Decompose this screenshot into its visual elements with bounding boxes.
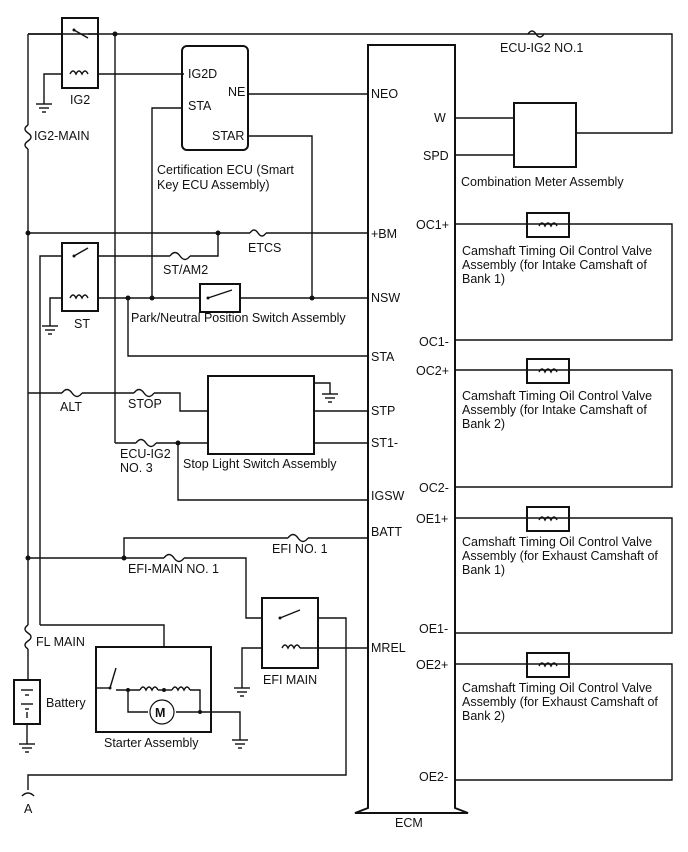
fuse-etcs-label: ETCS: [248, 241, 281, 255]
pin-oc2m: OC2-: [419, 481, 449, 495]
fuse-ecu-ig2-no1-label: ECU-IG2 NO.1: [500, 41, 583, 55]
bm-line: ETCS: [25, 229, 368, 255]
fuse-st-am2-label: ST/AM2: [163, 263, 208, 277]
efi-main-no1-row: EFI-MAIN NO. 1: [25, 553, 262, 619]
pin-batt: BATT: [371, 525, 402, 539]
ocv-exhaust-2-line2: Assembly (for Exhaust Camshaft of: [462, 695, 658, 709]
ocv-exhaust-bank1: Camshaft Timing Oil Control Valve Assemb…: [455, 506, 673, 634]
pin-oe2p: OE2+: [416, 658, 448, 672]
fuse-stop-label: STOP: [128, 397, 162, 411]
pin-oe2m: OE2-: [419, 770, 448, 784]
cert-ecu-name-1: Certification ECU (Smart: [157, 163, 294, 177]
starter-label: Starter Assembly: [104, 736, 199, 750]
ocv-exhaust-bank2: Camshaft Timing Oil Control Valve Assemb…: [455, 652, 673, 781]
fuse-fl-main-label: FL MAIN: [36, 635, 85, 649]
relay-st: ST: [39, 242, 99, 625]
ocv-intake-1-line3: Bank 1): [462, 272, 505, 286]
certification-ecu: IG2D STA NE STAR Certification ECU (Smar…: [157, 45, 294, 192]
cert-ecu-name-2: Key ECU Assembly): [157, 178, 270, 192]
ocv-intake-2-line1: Camshaft Timing Oil Control Valve: [462, 389, 652, 403]
cert-ecu-pin-ig2d: IG2D: [188, 67, 217, 81]
park-neutral-label: Park/Neutral Position Switch Assembly: [131, 311, 346, 325]
batt-line: EFI NO. 1: [123, 533, 368, 558]
pin-neo: NEO: [371, 87, 398, 101]
top-bus: ECU-IG2 NO.1: [27, 30, 673, 134]
pin-mrel: MREL: [371, 641, 406, 655]
relay-ig2-label: IG2: [70, 93, 90, 107]
fuse-ig2-main-label: IG2-MAIN: [34, 129, 90, 143]
cert-ecu-pin-sta: STA: [188, 99, 212, 113]
alt-stop-row: ALT STOP: [28, 388, 208, 414]
relay-ig2: IG2: [28, 17, 184, 113]
pin-oc1m: OC1-: [419, 335, 449, 349]
pin-spd: SPD: [423, 149, 449, 163]
pin-sta: STA: [371, 350, 395, 364]
fuse-ig2-main: IG2-MAIN: [24, 124, 90, 625]
pin-oe1m: OE1-: [419, 622, 448, 636]
cert-ecu-pin-star: STAR: [212, 129, 244, 143]
connector-a-label: A: [24, 802, 33, 816]
fuse-efi-no1-label: EFI NO. 1: [272, 542, 328, 556]
ocv-intake-bank2: Camshaft Timing Oil Control Valve Assemb…: [455, 358, 673, 488]
ocv-intake-bank1: Camshaft Timing Oil Control Valve Assemb…: [455, 212, 673, 341]
pin-stp: STP: [371, 404, 395, 418]
relay-efi-main-label: EFI MAIN: [263, 673, 317, 687]
park-neutral-switch: Park/Neutral Position Switch Assembly: [98, 283, 368, 325]
relay-st-label: ST: [74, 317, 90, 331]
pin-nsw: NSW: [371, 291, 400, 305]
fuse-ecu-ig2-no3-label-2: NO. 3: [120, 461, 153, 475]
pin-w: W: [434, 111, 446, 125]
ecm-block: ECM: [354, 44, 469, 830]
ecm-left-pins: NEO +BM NSW STA STP ST1- IGSW BATT MREL: [371, 87, 406, 655]
ocv-exhaust-1-line2: Assembly (for Exhaust Camshaft of: [462, 549, 658, 563]
ecu-ig2-no3-row: ECU-IG2 NO. 3: [115, 438, 368, 501]
fuse-alt-label: ALT: [60, 400, 82, 414]
ocv-exhaust-2-line1: Camshaft Timing Oil Control Valve: [462, 681, 652, 695]
connector-a: A: [21, 792, 35, 816]
battery: Battery: [13, 679, 86, 753]
starter-assembly: M Starter Assembly: [40, 624, 248, 750]
ocv-exhaust-1-line1: Camshaft Timing Oil Control Valve: [462, 535, 652, 549]
ocv-exhaust-1-line3: Bank 1): [462, 563, 505, 577]
pin-oc2p: OC2+: [416, 364, 449, 378]
ecm-label: ECM: [395, 816, 423, 830]
ocv-intake-2-line3: Bank 2): [462, 417, 505, 431]
pin-oe1p: OE1+: [416, 512, 448, 526]
combination-meter: Combination Meter Assembly: [455, 102, 624, 189]
fuse-ecu-ig2-no3-label-1: ECU-IG2: [120, 447, 171, 461]
ocv-intake-1-line1: Camshaft Timing Oil Control Valve: [462, 244, 652, 258]
ocv-exhaust-2-line3: Bank 2): [462, 709, 505, 723]
stop-light-switch: Stop Light Switch Assembly: [183, 375, 368, 471]
pin-bm: +BM: [371, 227, 397, 241]
pin-igsw: IGSW: [371, 489, 405, 503]
pin-oc1p: OC1+: [416, 218, 449, 232]
relay-efi-main: EFI MAIN: [27, 597, 368, 790]
cert-ecu-pin-ne: NE: [228, 85, 245, 99]
starter-motor-symbol: M: [155, 706, 165, 720]
combination-meter-label: Combination Meter Assembly: [461, 175, 624, 189]
fuse-st-am2: ST/AM2: [98, 233, 219, 277]
fl-main-fuse: FL MAIN: [24, 624, 85, 680]
fuse-efi-main-no1-label: EFI-MAIN NO. 1: [128, 562, 219, 576]
ocv-intake-1-line2: Assembly (for Intake Camshaft of: [462, 258, 647, 272]
stop-light-label: Stop Light Switch Assembly: [183, 457, 337, 471]
ecm-right-pins: W SPD OC1+ OC1- OC2+ OC2- OE1+ OE1- OE2+…: [416, 111, 449, 784]
ocv-intake-2-line2: Assembly (for Intake Camshaft of: [462, 403, 647, 417]
pin-st1: ST1-: [371, 436, 398, 450]
battery-label: Battery: [46, 696, 86, 710]
